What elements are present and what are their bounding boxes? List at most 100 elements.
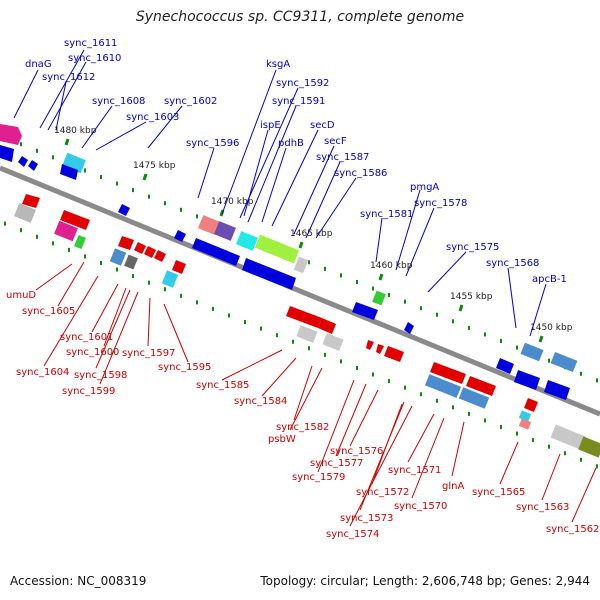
gene-feature[interactable] <box>318 318 336 334</box>
gene-label[interactable]: sync_1599 <box>62 386 115 397</box>
gene-label[interactable]: sync_1575 <box>446 242 499 253</box>
gene-label[interactable]: sync_1598 <box>74 370 127 381</box>
gene-feature[interactable] <box>458 387 490 409</box>
gene-feature[interactable] <box>404 322 414 334</box>
gene-feature[interactable] <box>376 344 384 354</box>
gene-label[interactable]: sync_1603 <box>126 112 179 123</box>
gene-label[interactable]: sync_1602 <box>164 96 217 107</box>
gene-label[interactable]: ispE <box>260 120 281 131</box>
gene-label[interactable]: sync_1608 <box>92 96 145 107</box>
gene-label[interactable]: sync_1587 <box>316 152 369 163</box>
gene-label[interactable]: sync_1592 <box>276 78 329 89</box>
gene-label[interactable]: sync_1595 <box>158 362 211 373</box>
gene-feature[interactable] <box>254 234 300 264</box>
gene-label[interactable]: secD <box>310 120 335 131</box>
gene-label[interactable]: sync_1577 <box>310 458 363 469</box>
gene-label[interactable]: ksgA <box>266 59 290 70</box>
gene-label[interactable]: secF <box>324 136 347 147</box>
gene-label[interactable]: sync_1584 <box>234 396 287 407</box>
gene-feature[interactable] <box>172 260 186 274</box>
gene-feature[interactable] <box>0 124 22 145</box>
gene-label[interactable]: sync_1596 <box>186 138 239 149</box>
gene-label[interactable]: sync_1597 <box>122 348 175 359</box>
gene-feature[interactable] <box>60 210 90 230</box>
gene-label[interactable]: sync_1563 <box>516 502 569 513</box>
gene-label[interactable]: pmgA <box>410 182 439 193</box>
gene-feature[interactable] <box>366 340 374 350</box>
gene-feature[interactable] <box>74 234 86 250</box>
gene-feature[interactable] <box>60 164 78 180</box>
gene-label[interactable]: sync_1570 <box>394 501 447 512</box>
gene-label[interactable]: pdhB <box>278 138 304 149</box>
gene-feature[interactable] <box>496 358 514 374</box>
gene-feature[interactable] <box>424 374 462 398</box>
gene-label[interactable]: apcB-1 <box>532 274 567 285</box>
gene-label[interactable]: glnA <box>442 481 464 492</box>
gene-feature[interactable] <box>236 231 258 251</box>
gene-label[interactable]: psbW <box>268 434 296 445</box>
gene-feature[interactable] <box>134 242 146 254</box>
gene-label[interactable]: sync_1576 <box>330 446 383 457</box>
gene-feature[interactable] <box>198 215 220 235</box>
gene-feature[interactable] <box>466 376 496 396</box>
gene-feature[interactable] <box>384 346 404 362</box>
gene-label[interactable]: sync_1568 <box>486 258 539 269</box>
gene-feature[interactable] <box>161 270 179 288</box>
gene-label[interactable]: sync_1600 <box>66 347 119 358</box>
gene-label[interactable]: sync_1604 <box>16 367 69 378</box>
gene-label[interactable]: sync_1572 <box>356 487 409 498</box>
gene-feature[interactable] <box>293 256 309 274</box>
gene-feature[interactable] <box>514 370 540 390</box>
gene-label[interactable]: sync_1582 <box>276 422 329 433</box>
gene-label[interactable]: umuD <box>6 290 36 301</box>
gene-feature[interactable] <box>214 221 236 241</box>
gene-feature[interactable] <box>578 436 600 458</box>
gene-label[interactable]: sync_1610 <box>68 53 121 64</box>
gene-label[interactable]: sync_1573 <box>340 513 393 524</box>
gene-label[interactable]: sync_1611 <box>64 38 117 49</box>
tick-mark <box>404 299 406 304</box>
gene-label[interactable]: sync_1565 <box>472 487 525 498</box>
gene-feature[interactable] <box>372 290 386 306</box>
gene-feature[interactable] <box>154 250 166 262</box>
gene-feature[interactable] <box>550 424 586 450</box>
gene-label[interactable]: sync_1586 <box>334 168 387 179</box>
gene-label[interactable]: sync_1562 <box>546 524 599 535</box>
gene-feature[interactable] <box>28 160 38 171</box>
gene-feature[interactable] <box>54 220 78 242</box>
gene-label[interactable]: sync_1581 <box>360 209 413 220</box>
gene-label[interactable]: dnaG <box>25 59 52 70</box>
gene-label[interactable]: sync_1574 <box>326 529 379 540</box>
gene-feature[interactable] <box>430 362 466 384</box>
gene-feature[interactable] <box>520 342 544 362</box>
gene-feature[interactable] <box>524 398 538 412</box>
gene-feature[interactable] <box>124 254 138 270</box>
gene-feature[interactable] <box>242 258 296 290</box>
gene-feature[interactable] <box>109 248 127 266</box>
gene-feature[interactable] <box>14 203 36 223</box>
gene-label[interactable]: sync_1571 <box>388 465 441 476</box>
gene-feature[interactable] <box>322 333 344 351</box>
gene-label[interactable]: sync_1591 <box>272 96 325 107</box>
gene-feature[interactable] <box>192 238 240 266</box>
gene-label[interactable]: sync_1605 <box>22 306 75 317</box>
gene-feature[interactable] <box>286 306 306 322</box>
gene-label[interactable]: sync_1612 <box>42 72 95 83</box>
gene-label[interactable]: sync_1601 <box>60 332 113 343</box>
gene-feature[interactable] <box>352 302 378 320</box>
gene-label[interactable]: sync_1579 <box>292 472 345 483</box>
gene-feature[interactable] <box>0 145 14 162</box>
gene-feature[interactable] <box>518 418 532 430</box>
gene-feature[interactable] <box>544 380 570 400</box>
gene-label[interactable]: sync_1578 <box>414 198 467 209</box>
gene-feature[interactable] <box>174 230 186 242</box>
gene-feature[interactable] <box>296 325 318 343</box>
gene-feature[interactable] <box>550 351 578 373</box>
gene-feature[interactable] <box>302 312 322 328</box>
gene-feature[interactable] <box>118 236 134 250</box>
gene-label[interactable]: sync_1585 <box>196 380 249 391</box>
gene-feature[interactable] <box>22 194 40 208</box>
gene-feature[interactable] <box>18 156 28 167</box>
gene-feature[interactable] <box>144 246 156 258</box>
gene-feature[interactable] <box>118 204 130 216</box>
